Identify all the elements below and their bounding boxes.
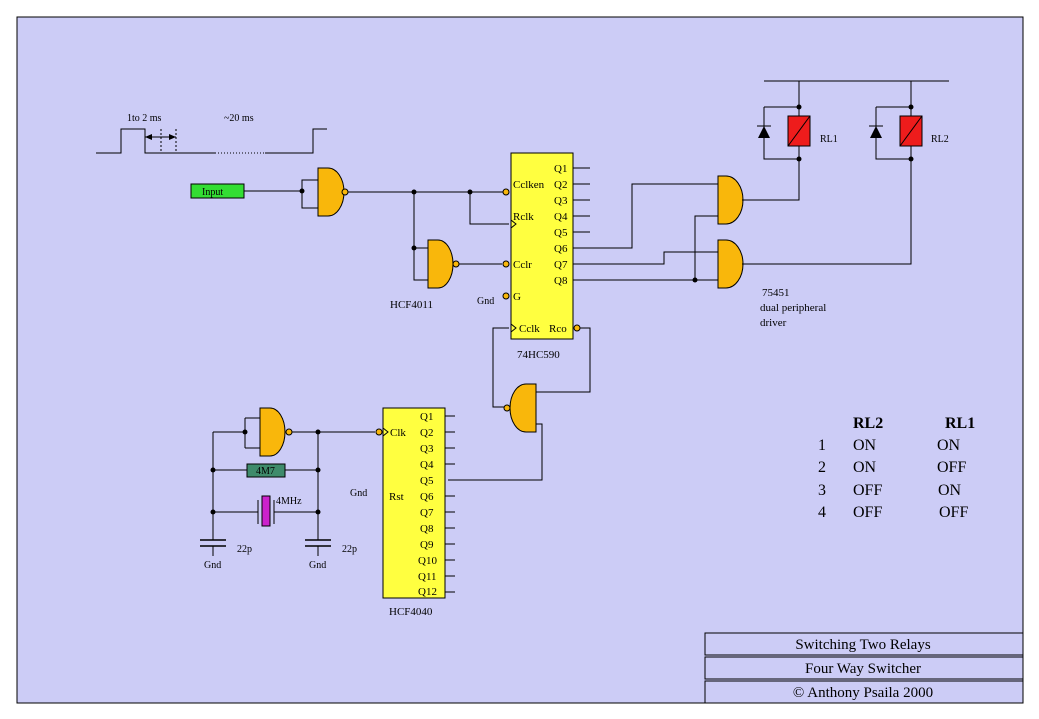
hcf4011-label: HCF4011 — [390, 299, 433, 311]
driver-label-1: 75451 — [762, 287, 790, 299]
pin-cclr: Cclr — [513, 259, 532, 271]
pin4040-q6: Q6 — [420, 491, 434, 503]
truth-row-1-n: 1 — [818, 437, 826, 454]
pin4040-q9: Q9 — [420, 539, 434, 551]
pin-q2: Q2 — [554, 179, 567, 191]
pin-q7: Q7 — [554, 259, 568, 271]
pin-rco: Rco — [549, 323, 567, 335]
pin4040-q8: Q8 — [420, 523, 434, 535]
pin-rst: Rst — [389, 491, 404, 503]
ic-hcf4040: Clk Rst Q1 Q2 Q3 Q4 Q5 Q6 Q7 Q8 Q9 Q10 Q… — [375, 407, 446, 599]
truth-header-rl1: RL1 — [945, 415, 975, 432]
driver-gate-2 — [717, 239, 744, 289]
pin4040-q4: Q4 — [420, 459, 434, 471]
pin-g: G — [513, 291, 521, 303]
pin-q4: Q4 — [554, 211, 568, 223]
truth-row-3-rl1: ON — [938, 482, 962, 499]
pin-cclken: Cclken — [513, 179, 545, 191]
pin4040-q2: Q2 — [420, 427, 433, 439]
pin4040-q3: Q3 — [420, 443, 434, 455]
truth-row-2-rl1: OFF — [937, 459, 966, 476]
truth-row-2-n: 2 — [818, 459, 826, 476]
ic-74hc590: Cclken Rclk Cclr G Cclk Rco Q1 Q2 Q3 Q4 … — [502, 152, 581, 340]
pin4040-q1: Q1 — [420, 411, 433, 423]
driver-label-2: dual peripheral — [760, 302, 826, 314]
resistor-4m7 — [246, 463, 286, 478]
pin-q3: Q3 — [554, 195, 568, 207]
truth-row-4-n: 4 — [818, 504, 826, 521]
truth-row-4-rl2: OFF — [853, 504, 882, 521]
pin4040-q7: Q7 — [420, 507, 434, 519]
pin-cclk: Cclk — [519, 323, 540, 335]
pin-clk: Clk — [390, 427, 406, 439]
pin-q1: Q1 — [554, 163, 567, 175]
gnd-cap-right: Gnd — [309, 560, 326, 571]
pulse-width-label: 1to 2 ms — [127, 113, 162, 124]
truth-row-3-rl2: OFF — [853, 482, 882, 499]
crystal-label: 4MHz — [276, 496, 302, 507]
resistor-label: 4M7 — [256, 466, 275, 477]
driver-gate-1 — [717, 175, 744, 225]
nand-gate-2 — [427, 239, 460, 289]
relay-coil-1 — [787, 115, 811, 147]
gnd-590: Gnd — [477, 296, 494, 307]
timing-diagram: 1to 2 ms ~20 ms — [96, 113, 327, 154]
truth-row-2-rl2: ON — [853, 459, 877, 476]
cap-right-label: 22p — [342, 544, 357, 555]
hcf4040-label: HCF4040 — [389, 606, 433, 618]
truth-row-1-rl2: ON — [853, 437, 877, 454]
diode-1 — [757, 125, 771, 138]
title-block: Switching Two Relays Four Way Switcher ©… — [704, 632, 1024, 704]
pin-rclk: Rclk — [513, 211, 534, 223]
period-label: ~20 ms — [224, 113, 254, 124]
gnd-cap-left: Gnd — [204, 560, 221, 571]
truth-row-1-rl1: ON — [937, 437, 961, 454]
truth-row-3-n: 3 — [818, 482, 826, 499]
pin-q8: Q8 — [554, 275, 568, 287]
sheet-background — [16, 16, 1024, 704]
capacitor-left — [200, 539, 226, 556]
nand-gate-3 — [503, 383, 537, 433]
crystal-4mhz — [257, 495, 275, 527]
title-line-2: Four Way Switcher — [805, 661, 921, 677]
gnd-4040: Gnd — [350, 488, 367, 499]
pin4040-q5: Q5 — [420, 475, 434, 487]
title-line-1: Switching Two Relays — [795, 637, 930, 653]
truth-header-rl2: RL2 — [853, 415, 883, 432]
nand-gate-4 — [259, 407, 293, 457]
cap-left-label: 22p — [237, 544, 252, 555]
relay-label-1: RL1 — [820, 134, 838, 145]
truth-row-4-rl1: OFF — [939, 504, 968, 521]
input-label: Input — [202, 187, 223, 198]
capacitor-right — [305, 539, 331, 556]
pin-q6: Q6 — [554, 243, 568, 255]
pin4040-q12: Q12 — [418, 586, 437, 598]
relay-label-2: RL2 — [931, 134, 949, 145]
truth-table: RL2 RL1 1 ON ON 2 ON OFF 3 OFF ON 4 OFF … — [818, 415, 975, 521]
title-line-3: © Anthony Psaila 2000 — [793, 685, 933, 701]
relay-coil-2 — [899, 115, 923, 147]
ic590-label: 74HC590 — [517, 349, 560, 361]
driver-label-3: driver — [760, 317, 787, 329]
diode-2 — [869, 125, 883, 138]
pin4040-q11: Q11 — [418, 571, 437, 583]
pin4040-q10: Q10 — [418, 555, 437, 567]
pin-q5: Q5 — [554, 227, 568, 239]
